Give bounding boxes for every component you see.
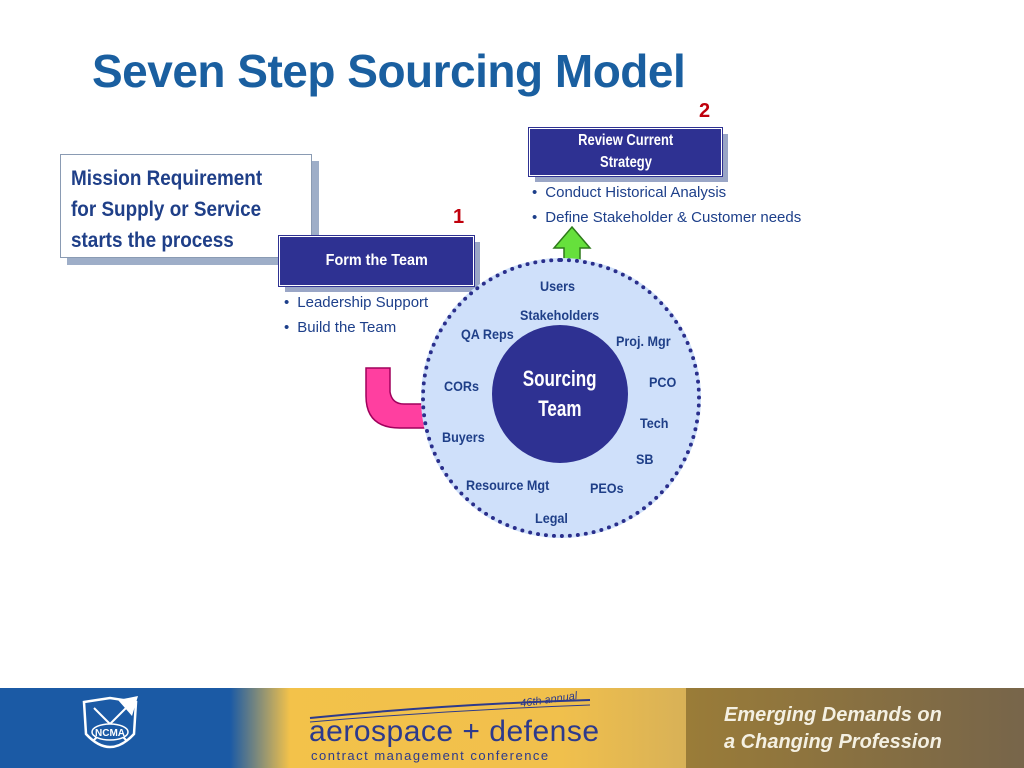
review-strategy-label: Review Current Strategy <box>573 130 679 174</box>
sourcing-team-label: Sourcing Team <box>518 364 602 424</box>
member-tech: Tech <box>640 415 669 431</box>
member-proj-mgr: Proj. Mgr <box>616 333 671 349</box>
review-strategy-line: Strategy <box>599 154 652 171</box>
footer-right-panel <box>686 688 1024 768</box>
member-pco: PCO <box>649 374 677 390</box>
member-stakeholders: Stakeholders <box>520 307 600 323</box>
footer-banner: NCMA 46th annual aerospace + defense con… <box>0 688 1024 768</box>
mission-line: for Supply or Service <box>71 198 262 221</box>
bullet-item: Leadership Support <box>284 290 428 315</box>
step-1-bullets: Leadership Support Build the Team <box>284 290 428 340</box>
slogan-line-1: Emerging Demands on <box>724 704 942 726</box>
form-the-team-box: Form the Team <box>278 235 475 287</box>
review-current-strategy-box: Review Current Strategy <box>528 127 723 177</box>
member-peos: PEOs <box>590 480 624 496</box>
member-users: Users <box>540 278 576 294</box>
form-the-team-label: Form the Team <box>325 252 428 269</box>
mission-requirement-box: Mission Requirement for Supply or Servic… <box>60 154 312 258</box>
member-qa-reps: QA Reps <box>461 326 514 342</box>
bullet-item: Conduct Historical Analysis <box>532 180 801 205</box>
review-strategy-line: Review Current <box>577 132 674 149</box>
sourcing-team-circle: Sourcing Team Users Stakeholders QA Reps… <box>421 258 701 538</box>
sourcing-team-line: Sourcing <box>523 366 597 391</box>
step-2-number: 2 <box>699 100 711 122</box>
page-title: Seven Step Sourcing Model <box>92 45 686 97</box>
bullet-item: Define Stakeholder & Customer needs <box>532 205 801 230</box>
member-cors: CORs <box>444 378 480 394</box>
sourcing-team-line: Team <box>538 396 582 421</box>
sourcing-team-core: Sourcing Team <box>492 325 628 463</box>
conference-title: aerospace + defense <box>309 715 600 748</box>
member-resource-mgt: Resource Mgt <box>466 477 550 493</box>
ncma-logo-icon: NCMA <box>82 696 138 749</box>
footer-fade <box>230 688 290 768</box>
swoosh-icon <box>309 699 591 723</box>
step-2-bullets: Conduct Historical Analysis Define Stake… <box>532 180 801 230</box>
step-1-number: 1 <box>453 206 465 228</box>
footer-middle-panel <box>262 688 686 768</box>
ncma-logo-text: NCMA <box>95 728 125 739</box>
mission-line: Mission Requirement <box>71 167 263 190</box>
mission-line: starts the process <box>71 229 234 252</box>
member-buyers: Buyers <box>442 429 485 445</box>
conference-subtitle: contract management conference <box>311 748 550 763</box>
member-sb: SB <box>636 451 654 467</box>
member-legal: Legal <box>535 510 568 526</box>
slogan-line-2: a Changing Profession <box>724 731 942 753</box>
bullet-item: Build the Team <box>284 315 428 340</box>
